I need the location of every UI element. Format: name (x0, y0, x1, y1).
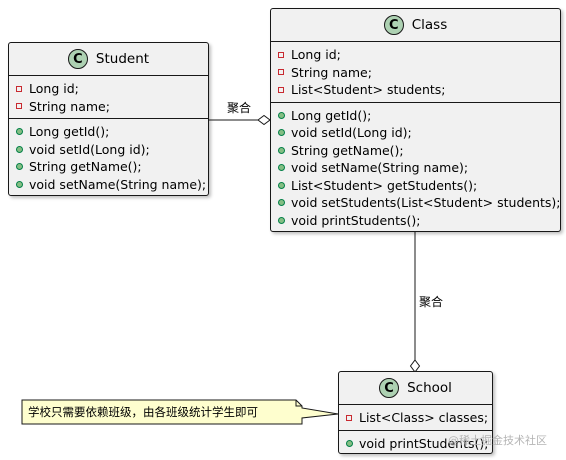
private-visibility-icon (16, 103, 22, 110)
relation-label-student-class: 聚合 (227, 101, 252, 115)
private-visibility-icon (346, 414, 352, 421)
note-fold (295, 400, 302, 407)
method-row: void printStudents(); (339, 435, 492, 453)
public-visibility-icon (278, 181, 285, 189)
method-row: Long getId(); (9, 123, 208, 141)
public-visibility-icon (346, 439, 353, 447)
public-visibility-icon (278, 164, 285, 172)
public-visibility-icon (278, 129, 285, 137)
note-text: 学校只需要依赖班级，由各班级统计学生即可 (28, 405, 258, 419)
class-school: C School List<Class> classes; void print… (338, 371, 493, 454)
class-icon: C (383, 15, 404, 35)
relation-label-class-school: 聚合 (419, 295, 444, 309)
private-visibility-icon (278, 86, 284, 93)
public-visibility-icon (16, 180, 23, 188)
class-student-fields: Long id; String name; (9, 76, 208, 118)
method-row: List<Student> getStudents(); (271, 177, 560, 195)
class-class-fields: Long id; String name; List<Student> stud… (271, 42, 560, 102)
field-row: List<Class> classes; (339, 409, 492, 427)
aggregation-diamond-class (257, 114, 271, 126)
class-name: Student (95, 51, 150, 67)
method-row: String getName(); (271, 142, 560, 160)
public-visibility-icon (16, 145, 23, 153)
class-school-header: C School (339, 372, 492, 405)
field-row: String name; (271, 64, 560, 82)
method-row: void setStudents(List<Student> students)… (271, 194, 561, 212)
class-class-methods: Long getId(); void setId(Long id); Strin… (271, 101, 561, 233)
public-visibility-icon (278, 146, 285, 154)
class-student-header: C Student (9, 43, 208, 76)
field-row: String name; (9, 98, 208, 116)
method-row: void printStudents(); (271, 212, 560, 230)
class-class-header: C Class (271, 9, 560, 42)
class-school-fields: List<Class> classes; (339, 405, 492, 430)
class-name: School (407, 380, 452, 396)
class-name: Class (411, 17, 448, 33)
private-visibility-icon (16, 85, 22, 92)
field-row: List<Student> students; (271, 81, 560, 99)
public-visibility-icon (16, 163, 23, 171)
class-student: C Student Long id; String name; Long get… (8, 42, 209, 196)
method-row: void setId(Long id); (271, 124, 560, 142)
private-visibility-icon (278, 51, 284, 58)
method-row: void setName(String name); (9, 176, 208, 194)
class-icon: C (379, 378, 400, 398)
method-row: String getName(); (9, 158, 208, 176)
class-student-methods: Long getId(); void setId(Long id); Strin… (9, 118, 208, 196)
public-visibility-icon (278, 111, 285, 119)
field-row: Long id; (9, 80, 208, 98)
method-row: void setName(String name); (271, 159, 560, 177)
field-row: Long id; (271, 46, 560, 64)
method-row: void setId(Long id); (9, 141, 208, 159)
watermark-text: @稀土掘金技术社区 (448, 434, 547, 447)
class-school-methods: void printStudents(); (339, 429, 492, 456)
method-row: Long getId(); (271, 107, 560, 125)
public-visibility-icon (278, 216, 285, 224)
public-visibility-icon (278, 199, 285, 207)
public-visibility-icon (16, 128, 23, 136)
class-icon: C (67, 49, 88, 69)
class-class: C Class Long id; String name; List<Stude… (270, 8, 561, 232)
private-visibility-icon (278, 69, 284, 76)
